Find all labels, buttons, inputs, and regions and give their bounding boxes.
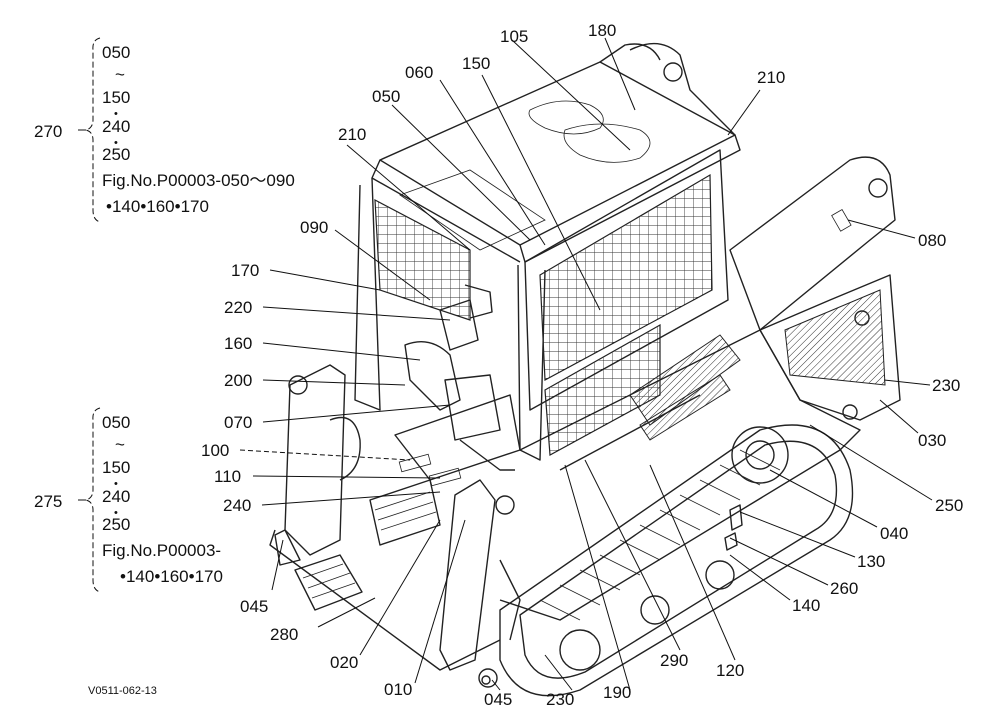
bracket-item: 240: [102, 487, 130, 506]
callout-label: 200: [224, 371, 252, 390]
bracket-item: 250: [102, 515, 130, 534]
callout-label: 190: [603, 683, 631, 702]
callout-label: 130: [857, 552, 885, 571]
bracket-item: •: [114, 507, 118, 519]
callout-label: 290: [660, 651, 688, 670]
callout-label: 250: [935, 496, 963, 515]
bracket-item: •: [114, 108, 118, 120]
leader-lines: [239, 37, 933, 691]
callout-label: 140: [792, 596, 820, 615]
bracket-item: 050: [102, 43, 130, 62]
callout-label: 045: [240, 597, 268, 616]
bracket-item: •: [114, 137, 118, 149]
callout-label: 220: [224, 298, 252, 317]
bracket-item: •: [114, 478, 118, 490]
callout-label: 020: [330, 653, 358, 672]
callout-label: 240: [223, 496, 251, 515]
callout-label: 030: [918, 431, 946, 450]
callout-label: 090: [300, 218, 328, 237]
callout-label: 045: [484, 690, 512, 709]
callout-label: 105: [500, 27, 528, 46]
bracket-item: 150: [102, 88, 130, 107]
bracket-item: ~: [115, 65, 125, 84]
callout-label: 170: [231, 261, 259, 280]
bracket-group-275: 275 050 ~ 150 • 240 • 250 Fig.No.P00003-…: [34, 407, 223, 593]
fig-reference: Fig.No.P00003-: [102, 541, 221, 560]
callout-label: 040: [880, 524, 908, 543]
callout-label: 110: [214, 467, 241, 486]
bracket-item: 050: [102, 413, 130, 432]
callout-label: 060: [405, 63, 433, 82]
callout-label: 210: [757, 68, 785, 87]
diagram-code: V0511-062-13: [88, 685, 157, 697]
bracket-item: 240: [102, 117, 130, 136]
bracket-ref-label: 275: [34, 492, 62, 511]
callout-label: 100: [201, 441, 229, 460]
bracket-item: 150: [102, 458, 130, 477]
bracket-group-270: 270 050 ~ 150 • 240 • 250 Fig.No.P00003-…: [34, 37, 295, 223]
callout-label: 120: [716, 661, 744, 680]
callout-label: 260: [830, 579, 858, 598]
fig-reference: •140•160•170: [120, 567, 223, 586]
machine-illustration: [269, 42, 901, 697]
bracket-item: ~: [115, 435, 125, 454]
callout-label: 050: [372, 87, 400, 106]
callout-label: 160: [224, 334, 252, 353]
fig-reference: •140•160•170: [106, 197, 209, 216]
callout-label: 180: [588, 21, 616, 40]
bracket-ref-label: 270: [34, 122, 62, 141]
fig-reference: Fig.No.P00003-050～090: [102, 171, 295, 190]
callout-label: 150: [462, 54, 490, 73]
callout-label: 230: [932, 376, 960, 395]
callout-label: 210: [338, 125, 366, 144]
callout-label: 080: [918, 231, 946, 250]
callout-label: 070: [224, 413, 252, 432]
callout-label: 010: [384, 680, 412, 699]
callout-label: 230: [546, 690, 574, 709]
bracket-item: 250: [102, 145, 130, 164]
callout-labels: 105 180 060 150 050 210 210 090 080 170 …: [201, 21, 963, 709]
callout-label: 280: [270, 625, 298, 644]
